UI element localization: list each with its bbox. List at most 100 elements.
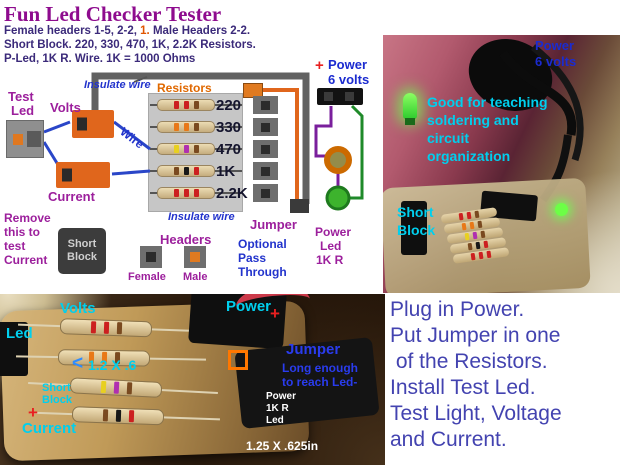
current-connector — [56, 162, 110, 188]
wire-label: Wire — [117, 124, 147, 152]
photo-short-label-1: Short — [397, 204, 434, 220]
power-label-1: Power — [328, 57, 368, 72]
optional-label-3: Through — [238, 265, 287, 279]
photo-short-label-2: Block — [397, 222, 436, 238]
lit-led-glow — [555, 203, 568, 216]
resistor-value-470: 470 — [216, 141, 242, 158]
device-power-led-2: 1K R — [266, 403, 289, 414]
header-block — [401, 201, 427, 255]
device-power-led-3: Led — [266, 415, 284, 426]
socket-hole — [261, 122, 270, 132]
page-title: Fun Led Checker Tester — [4, 2, 222, 26]
teaching-note-4: organization — [427, 148, 511, 164]
socket-hole — [261, 144, 270, 154]
resistor-body-330 — [157, 121, 215, 133]
resistor-body-470 — [157, 143, 215, 155]
short-block: Short Block — [58, 228, 106, 274]
header-socket — [253, 162, 278, 180]
power-led-label-1: Power — [315, 225, 352, 239]
resistors-title: Resistors — [157, 81, 212, 95]
resistor-row-220 — [150, 99, 242, 111]
optional-label-1: Optional — [238, 237, 287, 251]
subtitle-line1-highlight: 1. — [140, 25, 150, 37]
socket-hole — [261, 100, 270, 110]
resistor-body-1k — [157, 165, 215, 177]
remove-note-4: Current — [4, 253, 48, 267]
instruction-line: Test Light, Voltage — [390, 402, 562, 425]
remove-note-2: this to — [4, 225, 40, 239]
photo-power-label-2: 6 volts — [535, 54, 577, 69]
subtitle-line1-a: Female headers 1-5, 2-2, — [4, 25, 141, 37]
resistor-body — [59, 318, 153, 338]
jumper-note-1: Jumper — [286, 341, 341, 358]
test-led-label-2: Led — [11, 103, 35, 118]
device-short-label-2: Block — [42, 394, 72, 406]
header-socket — [253, 118, 278, 136]
male-header-sample — [184, 246, 206, 268]
photo-breadboard: Power 6 volts Good for teaching solderin… — [383, 35, 620, 293]
device-led-label: Led — [6, 325, 33, 342]
teaching-note-1: Good for teaching — [427, 94, 548, 110]
remove-note-1: Remove — [4, 211, 51, 225]
instruction-line: Plug in Power. — [390, 298, 525, 321]
jumper-note-2: Long enough — [282, 361, 358, 375]
resistor-body-2.2k — [157, 187, 215, 199]
socket-hole — [261, 166, 270, 176]
header-socket — [253, 96, 278, 114]
remove-note-3: test — [4, 239, 26, 253]
power-connector — [317, 88, 363, 105]
power-led-label-2: Led — [320, 239, 342, 253]
device-power-plus: + — [270, 304, 280, 323]
instruction-line: of the Resistors. — [390, 350, 548, 373]
socket-hole — [146, 252, 156, 262]
male-pin — [190, 252, 200, 262]
device-volts-label: Volts — [60, 300, 96, 317]
jumper-label: Jumper — [250, 217, 297, 232]
header-socket — [253, 184, 278, 202]
male-label: Male — [183, 271, 208, 283]
resistor-value-2.2k: 2.2K — [216, 185, 248, 202]
power-led-label-3: 1K R — [316, 253, 344, 267]
optional-label-2: Pass — [238, 251, 267, 265]
dimension-arrow: < — [72, 353, 84, 374]
insulate-wire-top-label: Insulate wire — [84, 79, 151, 91]
photo-power-label-1: Power — [535, 38, 575, 53]
jumper-note-3: to reach Led- — [282, 375, 358, 389]
led-socket-block — [0, 322, 28, 376]
power-label-2: 6 volts — [328, 72, 370, 87]
jumper-highlight-box — [228, 350, 248, 370]
resistor-row-330 — [150, 121, 242, 133]
instruction-line: and Current. — [390, 428, 507, 451]
green-led — [403, 93, 417, 125]
volts-label: Volts — [50, 100, 81, 115]
test-led-socket — [6, 120, 44, 158]
device-current-plus: + — [28, 403, 38, 422]
subtitle-line1: Female headers 1-5, 2-2, 1. Male Headers… — [4, 25, 250, 37]
resistor-value-1k: 1K — [216, 163, 236, 180]
instruction-line: Put Jumper in one — [390, 324, 561, 347]
power-connector-pin2 — [345, 92, 354, 101]
instruction-line: Install Test Led. — [390, 376, 536, 399]
female-header-sample — [140, 246, 162, 268]
short-block-label-1: Short — [67, 238, 97, 250]
device-current-label: Current — [22, 420, 77, 437]
resistor-body-220 — [157, 99, 215, 111]
insulate-wire-bottom-label: Insulate wire — [168, 211, 235, 223]
instructions: Plug in Power. Put Jumper in one of the … — [390, 297, 618, 453]
volts-connector — [72, 110, 114, 138]
power-plus: + — [315, 57, 324, 74]
device-power-led-1: Power — [266, 391, 297, 402]
resistor-body — [71, 406, 165, 426]
subtitle-line3: P-Led, 1K R. Wire. 1K = 1000 Ohms — [4, 53, 196, 65]
test-led-socket-hole — [27, 131, 41, 147]
resistor-row-2.2k — [150, 187, 242, 199]
test-led-contact — [13, 134, 23, 145]
current-label: Current — [48, 189, 95, 204]
header-socket — [253, 140, 278, 158]
subtitle-line1-b: Male Headers 2-2. — [149, 25, 251, 37]
teaching-note-2: soldering and — [427, 112, 519, 128]
test-led-label-1: Test — [8, 89, 34, 104]
power-connector-pin1 — [324, 92, 333, 101]
dimension-label: 1.2 X .6 — [88, 357, 137, 373]
